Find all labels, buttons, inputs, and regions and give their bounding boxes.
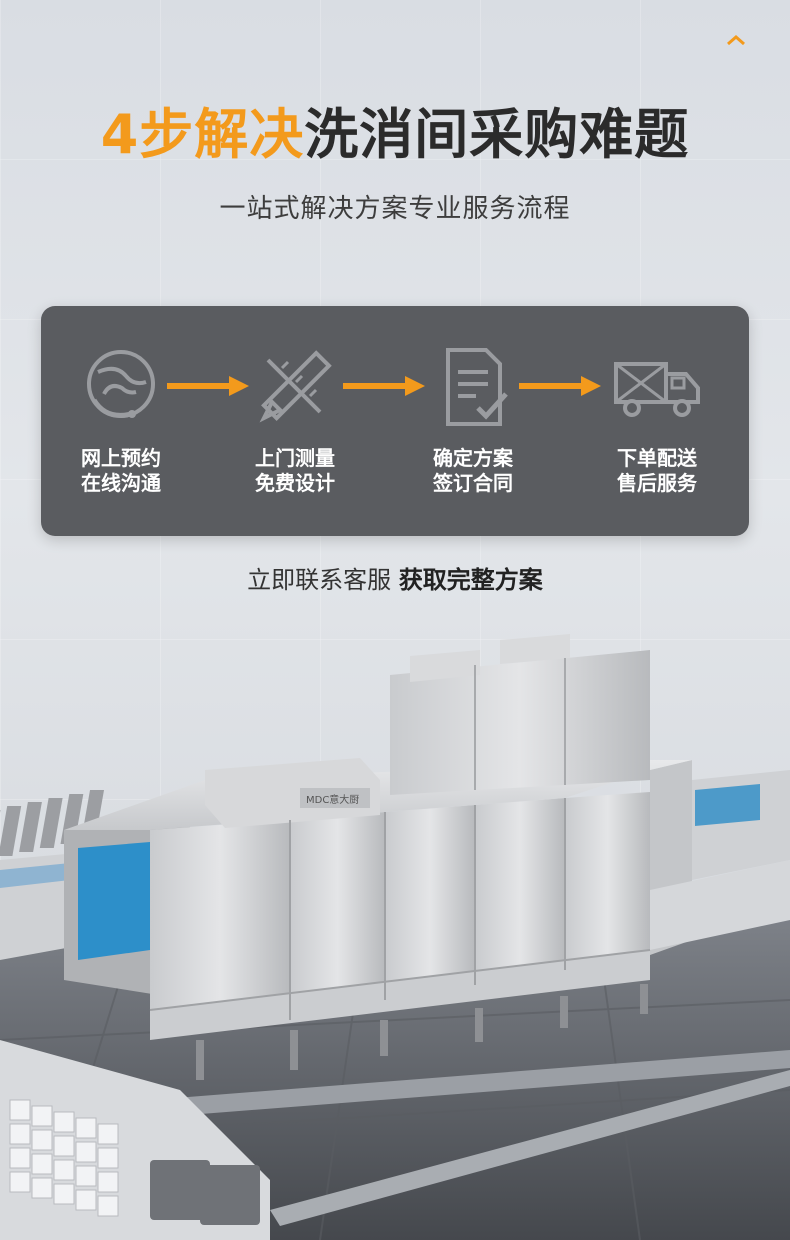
step-1-line2: 在线沟通 xyxy=(81,471,161,495)
step-2-line1: 上门测量 xyxy=(255,446,335,470)
step-4-line2: 售后服务 xyxy=(617,471,697,495)
cta-normal: 立即联系客服 xyxy=(247,566,392,594)
title-rest: 洗消间采购难题 xyxy=(304,103,690,166)
step-2-line2: 免费设计 xyxy=(255,471,335,495)
step-3: 确定方案 签订合同 xyxy=(403,342,543,496)
step-2: 上门测量 免费设计 xyxy=(225,342,365,496)
subtitle: 一站式解决方案专业服务流程 xyxy=(219,194,571,224)
arrow-right-icon xyxy=(519,376,601,396)
title-accent: 4步解决 xyxy=(100,103,305,166)
step-1-line1: 网上预约 xyxy=(81,446,161,470)
step-3-line1: 确定方案 xyxy=(433,446,513,470)
dishwasher-machine-image: MDC意大厨 xyxy=(0,634,790,1240)
contact-cta[interactable]: 立即联系客服 获取完整方案 xyxy=(0,560,790,595)
step-4-line1: 下单配送 xyxy=(617,446,697,470)
document-check-icon xyxy=(446,348,508,426)
brand-plate: MDC意大厨 xyxy=(306,793,359,806)
arrow-right-icon xyxy=(343,376,425,396)
process-panel: 网上预约 在线沟通 上门测量 免费设计 xyxy=(41,306,749,536)
step-4: 下单配送 售后服务 xyxy=(587,342,727,496)
chevron-up-icon xyxy=(727,35,745,46)
arrow-right-icon xyxy=(167,376,249,396)
cta-strong: 获取完整方案 xyxy=(398,566,543,594)
step-1: 网上预约 在线沟通 xyxy=(51,342,191,496)
page-title: 4步解决洗消间采购难题 xyxy=(0,100,790,170)
delivery-truck-icon xyxy=(614,362,700,417)
step-3-line2: 签订合同 xyxy=(433,471,513,495)
pencil-ruler-icon xyxy=(259,350,332,423)
phone-globe-icon xyxy=(87,350,155,418)
